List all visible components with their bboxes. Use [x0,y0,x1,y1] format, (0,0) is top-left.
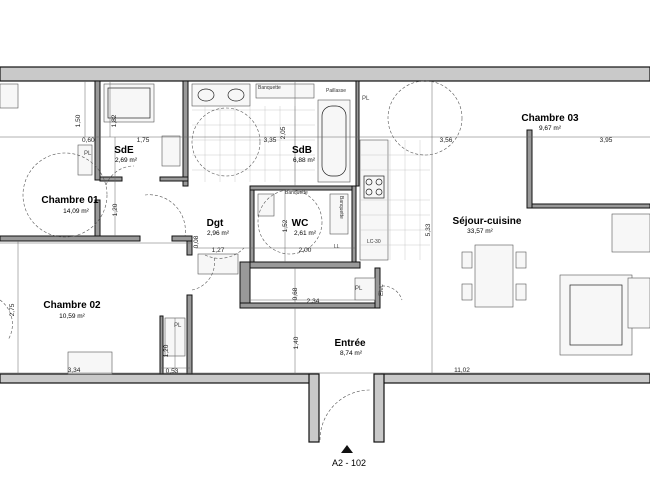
dimension: 1,40 [293,336,300,349]
dimension: 3,56 [440,137,453,144]
room-area-chambre-01: 14,09 m² [63,208,89,215]
entrance-marker: A2 - 102 [332,445,366,468]
tile-pattern [192,106,430,260]
lc-label: LC-30 [367,239,381,245]
room-name-chambre-03: Chambre 03 [521,113,579,124]
bed-chambre-01 [0,83,19,109]
interior-walls [0,80,650,375]
dimension: 3,95 [600,137,613,144]
room-area-entree: 8,74 m² [340,350,363,357]
washbasin-sde [161,135,181,167]
dimension: 2,05 [280,126,287,139]
room-area-wc: 2,61 m² [294,230,317,237]
dimension: 11,02 [454,367,470,374]
room-area-dgt: 2,96 m² [207,230,230,237]
dimension: 1,20 [112,203,119,216]
double-basin-sdb [191,83,251,107]
bed-chambre-02 [67,351,113,375]
dimension: 3,35 [264,137,277,144]
banquette-label: Banquette [285,190,308,196]
dimension-labels: 1,50 0,60 1,82 1,75 3,35 2,05 3,56 3,95 … [9,114,613,375]
room-area-sde: 2,69 m² [115,157,138,164]
room-area-sejour-cuisine: 33,57 m² [467,228,493,235]
dimension: 5,33 [425,223,432,236]
toilet-wc [257,193,275,217]
dimension-lines [0,81,650,374]
fixtures [0,83,650,375]
pl-label: PL [84,151,92,157]
dimension: 0,60 [82,137,95,144]
room-name-sejour-cuisine: Séjour-cuisine [453,216,522,227]
plan-reference: A2 - 102 [332,458,366,468]
room-name-dgt: Dgt [207,218,224,229]
dimension: 1,27 [212,247,225,254]
door-swings [0,80,463,441]
dimension: 2,34 [307,298,320,305]
entrance-arrow-icon [341,445,353,453]
paillasse-label: Paillasse [326,88,346,94]
sofa [559,274,633,356]
dimension: 3,34 [68,367,81,374]
dimension: 1,75 [137,137,150,144]
pl-label: PL [355,286,363,292]
dimension: 2,00 [299,247,312,254]
pl-label: PL [174,323,182,329]
ll-label: LL [334,244,340,250]
exterior-walls [0,66,650,443]
room-name-wc: WC [292,218,309,229]
dining-table [474,244,514,308]
bathtub-sdb [317,99,351,183]
dimension: 1,52 [282,219,289,232]
room-labels: Chambre 01 14,09 m² SdE 2,69 m² SdB 6,88… [41,113,579,357]
pl-label: PL [362,96,370,102]
dimension: 1,82 [111,114,118,127]
room-area-chambre-03: 9,67 m² [539,125,562,132]
room-name-sde: SdE [114,145,134,156]
dimension: 0,08 [193,235,200,248]
room-name-chambre-01: Chambre 01 [41,195,99,206]
banquette-label: Banquette [338,196,344,219]
dimension: 1,20 [163,344,170,357]
room-name-chambre-02: Chambre 02 [43,300,101,311]
room-name-sdb: SdB [292,145,312,156]
fixture-labels: PL PL PL PL Banquette Banquette Banquett… [84,85,385,329]
room-area-chambre-02: 10,59 m² [59,313,85,320]
dimension: 1,50 [75,114,82,127]
shower-sde [103,83,155,123]
dimension: 0,68 [292,287,299,300]
banquette-label: Banquette [258,85,281,91]
room-name-entree: Entrée [334,338,366,349]
elec-label: Elec [379,284,385,296]
dimension: 0,53 [166,368,179,375]
room-area-sdb: 6,88 m² [293,157,316,164]
dimension: 2,75 [9,303,16,316]
